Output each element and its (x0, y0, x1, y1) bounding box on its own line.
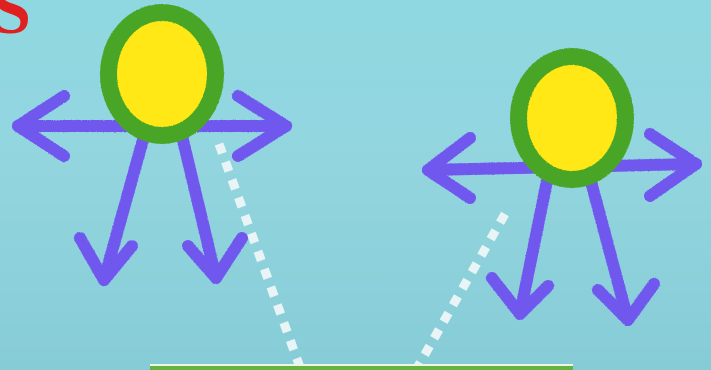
left-figure-down-left-arrow (80, 136, 144, 280)
right-figure-down-left-arrow (492, 176, 548, 314)
right-figure-head (510, 48, 634, 188)
left-figure-head (100, 4, 224, 144)
left-stick-figure-icon (18, 4, 286, 280)
bottom-green-bar (150, 364, 573, 370)
right-dotted-line (416, 214, 505, 370)
dotted-guide-lines (219, 144, 505, 370)
right-figure-down-right-arrow (590, 178, 654, 320)
right-stick-figure-icon (428, 48, 696, 320)
